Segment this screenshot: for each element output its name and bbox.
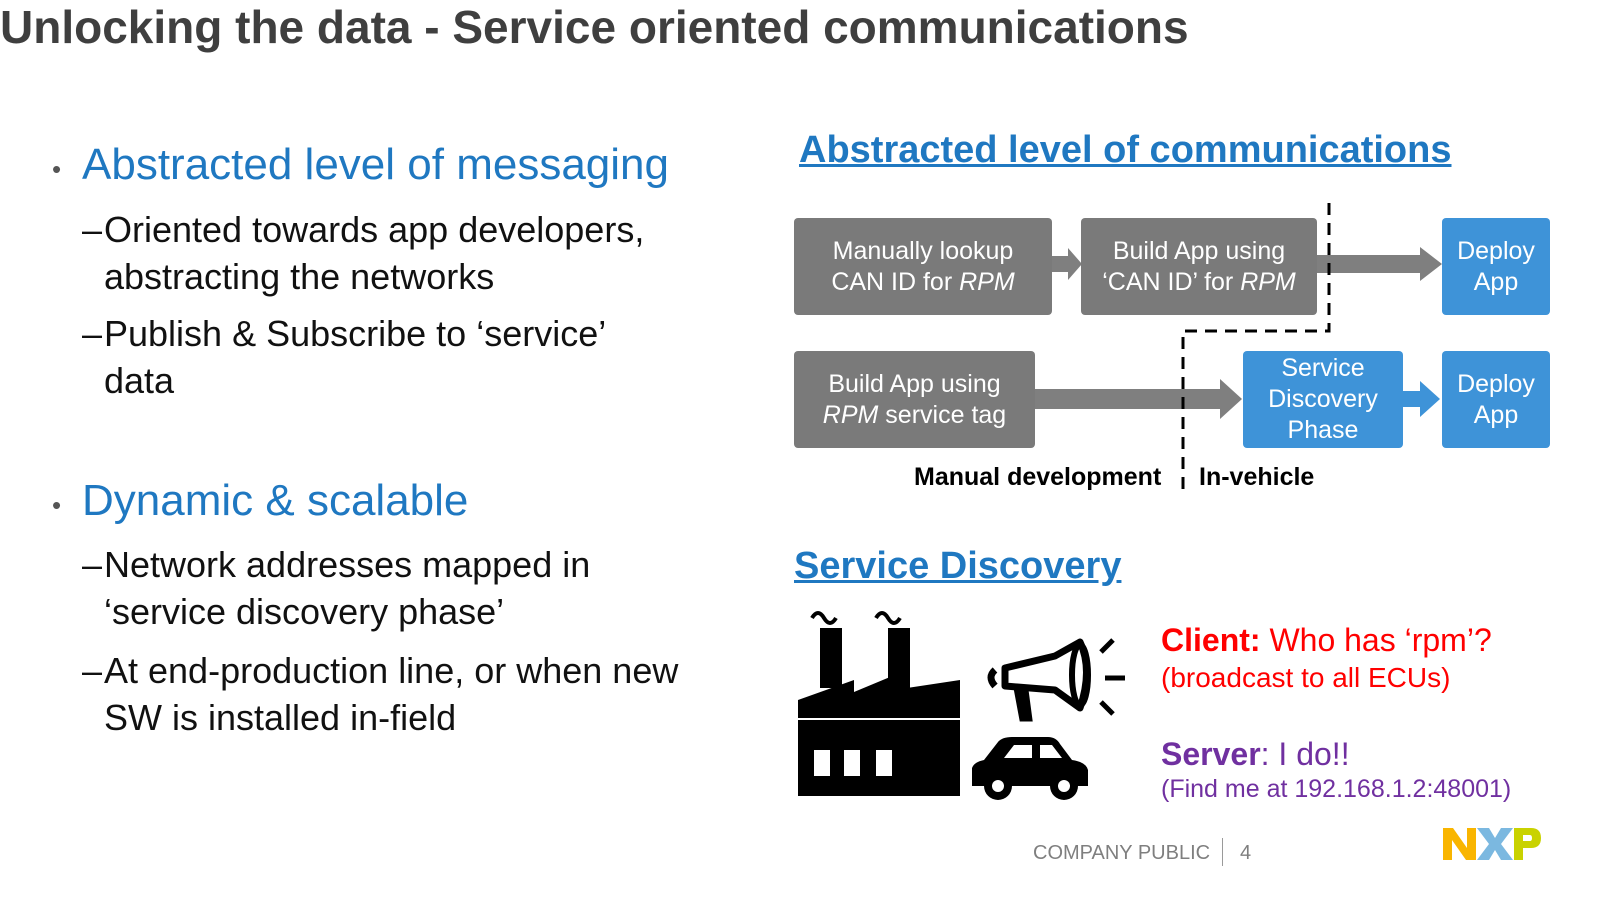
server-label: Server [1161, 736, 1261, 772]
box-line: Discovery [1268, 385, 1378, 413]
box-line: Service [1281, 354, 1365, 382]
box-line: ‘CAN ID’ for [1102, 267, 1241, 296]
slide-title: Unlocking the data - Service oriented co… [0, 1, 1189, 53]
client-message: Client: Who has ‘rpm’? [1161, 622, 1492, 659]
arrow-row1-a [1050, 248, 1082, 280]
box-line-italic: RPM [959, 267, 1015, 296]
diagram-heading: Abstracted level of communications [799, 129, 1452, 171]
label-in-vehicle: In-vehicle [1199, 463, 1315, 491]
box-line: Deploy [1457, 236, 1535, 265]
car-icon [972, 737, 1088, 800]
server-note: (Find me at 192.168.1.2:48001) [1161, 775, 1512, 803]
megaphone-icon [987, 638, 1125, 722]
box-line-italic: RPM [822, 400, 879, 429]
phase-boundary-dashed-line [1181, 203, 1331, 495]
footer-classification: COMPANY PUBLIC [1033, 842, 1211, 864]
flow-connectors [1035, 203, 1442, 495]
nxp-logo [1443, 828, 1541, 860]
dash-marker: – [82, 650, 103, 691]
dash-marker: – [82, 313, 103, 354]
page-number: 4 [1240, 842, 1252, 864]
label-manual-development: Manual development [914, 463, 1162, 491]
dash-marker: – [82, 544, 103, 585]
box-line: App [1473, 267, 1519, 296]
server-text: : I do!! [1260, 736, 1350, 772]
box-line: service tag [878, 400, 1007, 429]
factory-icon [798, 611, 960, 796]
client-note: (broadcast to all ECUs) [1161, 662, 1451, 693]
box-line: App [1473, 400, 1519, 429]
sub-bullet-line: Oriented towards app developers, [104, 209, 645, 250]
service-discovery-heading: Service Discovery [794, 545, 1122, 587]
arrow-row1-b [1304, 247, 1442, 281]
sub-bullet-line: Publish & Subscribe to ‘service’ [104, 313, 607, 354]
sub-bullet-line: At end-production line, or when new [104, 650, 679, 691]
box-line: Phase [1287, 416, 1359, 444]
dash-marker: – [82, 209, 103, 250]
sub-bullet-line: Network addresses mapped in [104, 544, 591, 585]
box-line-italic: RPM [1240, 267, 1296, 296]
box-build-app-canid: Build App using‘CAN ID’ for RPM [1081, 218, 1317, 315]
server-message: Server: I do!! [1161, 736, 1350, 773]
bullet-text: Abstracted level of messaging [82, 140, 669, 189]
box-line: Build App using [828, 369, 1001, 398]
bullet-dot: • [52, 154, 62, 184]
box-line: Manually lookup [832, 236, 1014, 265]
client-label: Client: [1161, 622, 1261, 658]
sub-bullet-line: SW is installed in-field [104, 697, 457, 738]
box-line: Build App using [1112, 236, 1286, 265]
sub-bullet-line: data [104, 360, 175, 401]
arrow-row2-b [1402, 381, 1440, 417]
client-text: Who has ‘rpm’? [1260, 622, 1492, 658]
arrow-row2-a [1035, 379, 1242, 419]
bullet-text: Dynamic & scalable [82, 476, 469, 525]
bullet-dot: • [52, 490, 62, 520]
box-line: Deploy [1457, 369, 1535, 398]
sub-bullet-line: abstracting the networks [104, 256, 495, 297]
sub-bullet-line: ‘service discovery phase’ [104, 591, 505, 632]
footer-divider [1222, 838, 1223, 866]
box-line: CAN ID for [831, 267, 960, 296]
